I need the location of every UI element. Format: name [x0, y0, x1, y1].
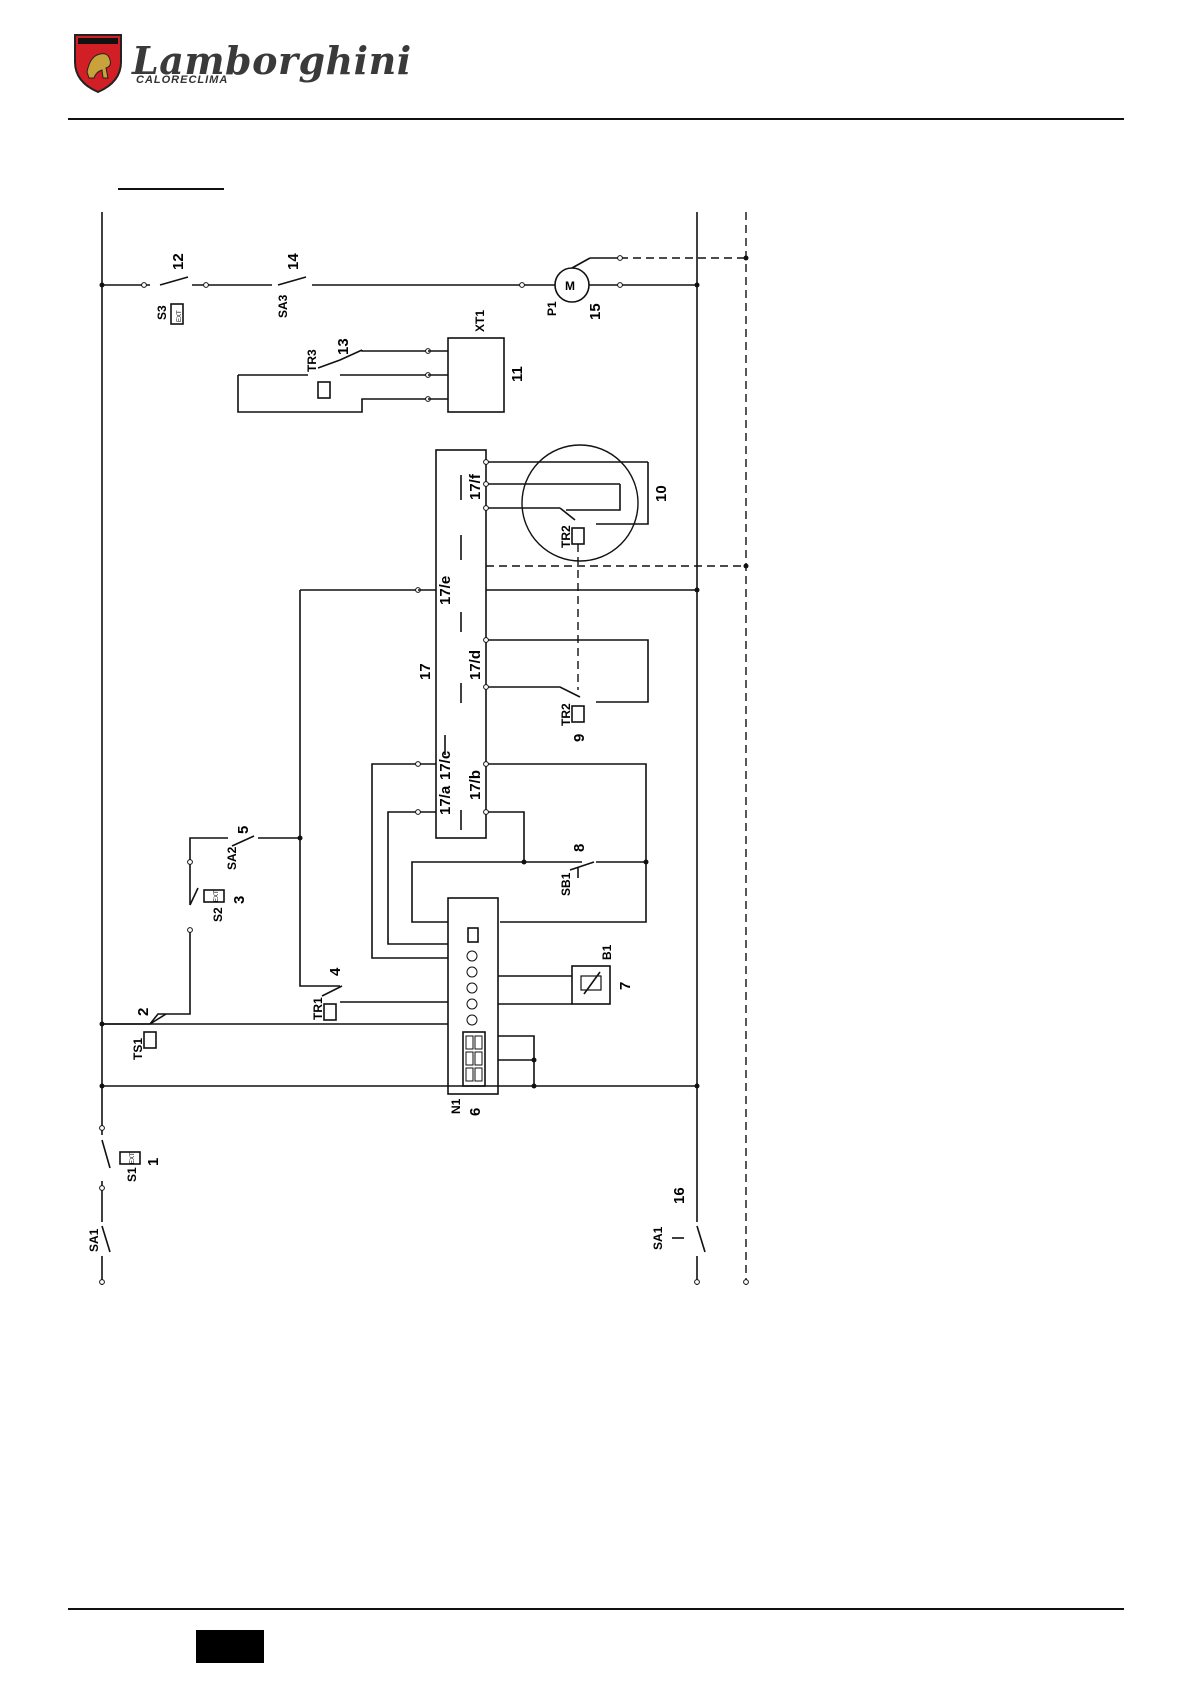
switch-s1: EXT S1 1: [97, 1126, 162, 1191]
num-1: 1: [145, 1158, 162, 1166]
label-n1: N1: [449, 1098, 463, 1114]
num-2: 2: [135, 1008, 152, 1016]
label-17: 17: [417, 663, 434, 680]
label-sa1: SA1: [87, 1228, 101, 1252]
sensor-b1: B1 7: [498, 944, 634, 1004]
num-4: 4: [327, 967, 344, 976]
label-17c: 17/c: [437, 751, 454, 780]
label-ts1: TS1: [131, 1038, 145, 1060]
label-p1: P1: [545, 301, 559, 316]
label-tr2-10: TR2: [559, 525, 573, 548]
label-sa1-16: SA1: [651, 1226, 665, 1250]
num-7: 7: [617, 982, 634, 990]
footer-rule: [68, 1608, 1124, 1610]
num-6: 6: [467, 1108, 484, 1116]
label-17f: 17/f: [467, 473, 484, 500]
label-xt1: XT1: [473, 310, 487, 332]
terminal-xt1: XT1 11: [428, 310, 526, 412]
label-tr1: TR1: [311, 997, 325, 1020]
label-17a: 17/a: [437, 785, 454, 815]
controller-n1: N1 6: [448, 898, 498, 1116]
svg-text:EXT: EXT: [214, 890, 220, 902]
pump-p1: M P1 15: [520, 256, 749, 321]
svg-text:EXT: EXT: [130, 1152, 136, 1164]
control-block-17: 17 17/a 17/b 17/c 17/d 17/e 17/f: [417, 450, 486, 838]
switch-sa1: SA1: [87, 1222, 110, 1284]
label-tr3: TR3: [305, 349, 319, 372]
num-9: 9: [571, 734, 588, 742]
label-s1: S1: [125, 1167, 139, 1182]
switch-s3: S3 EXT 12: [142, 253, 209, 324]
page-number-box: [196, 1630, 264, 1663]
num-15: 15: [587, 303, 604, 320]
label-s3: S3: [155, 305, 169, 320]
num-14: 14: [285, 253, 302, 270]
svg-text:EXT: EXT: [177, 310, 183, 322]
num-11: 11: [509, 366, 526, 382]
label-17b: 17/b: [467, 770, 484, 800]
pushbutton-sb1: SB1 8: [559, 844, 594, 896]
switch-sa2: SA2 5: [225, 826, 254, 870]
num-13: 13: [335, 338, 352, 355]
label-s2: S2: [211, 907, 225, 922]
thermostat-tr1: TR1 4: [311, 967, 344, 1020]
label-sb1: SB1: [559, 872, 573, 896]
label-b1: B1: [600, 944, 614, 960]
thermostat-tr2-9: TR2 9: [484, 638, 648, 742]
label-sa3: SA3: [276, 294, 290, 318]
label-tr2-9: TR2: [559, 703, 573, 726]
thermostat-tr3: TR3 13: [238, 338, 430, 412]
switch-s2: EXT S2 3: [190, 888, 248, 922]
label-sa2: SA2: [225, 846, 239, 870]
switch-sa1-16: SA1 16: [651, 1187, 748, 1284]
num-8: 8: [571, 844, 588, 852]
switch-ts1: TS1 2: [131, 1008, 166, 1060]
thermostat-tr2-10: TR2 10: [484, 445, 670, 690]
svg-text:M: M: [565, 279, 575, 293]
num-3: 3: [231, 896, 248, 904]
num-5: 5: [235, 826, 252, 834]
label-17e: 17/e: [437, 576, 454, 605]
switch-sa3: SA3 14: [272, 253, 312, 318]
num-16: 16: [671, 1187, 688, 1204]
num-12: 12: [170, 253, 187, 270]
label-17d: 17/d: [467, 650, 484, 680]
num-10: 10: [653, 485, 670, 502]
